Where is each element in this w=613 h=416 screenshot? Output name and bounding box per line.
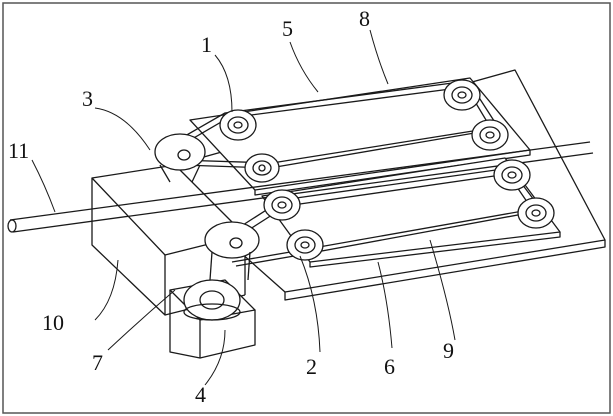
lower-carrier-plate: [261, 157, 561, 268]
idler-roller-c: [443, 79, 481, 111]
idler-roller-g: [493, 159, 531, 191]
label-5: 5: [282, 16, 293, 41]
idler-roller-b: [244, 153, 280, 183]
label-3: 3: [82, 86, 93, 111]
label-6: 6: [384, 354, 395, 379]
label-11: 11: [8, 138, 30, 163]
label-9: 9: [443, 338, 454, 363]
idler-roller-h: [517, 197, 555, 229]
idler-roller-a: [219, 109, 257, 141]
label-4: 4: [195, 382, 206, 407]
label-2: 2: [306, 354, 317, 379]
leader-lines: [31, 29, 456, 386]
label-1: 1: [201, 32, 212, 57]
idler-roller-f: [286, 229, 324, 261]
label-8: 8: [359, 6, 370, 31]
label-7: 7: [92, 350, 103, 375]
drive-pulley-upper: [154, 133, 206, 183]
feed-rod: [7, 141, 594, 233]
idler-roller-d: [471, 119, 509, 151]
label-10: 10: [42, 310, 64, 335]
drive-pulley-lower: [204, 221, 260, 281]
idler-roller-e: [263, 189, 301, 221]
motor-pulley: [183, 279, 241, 321]
